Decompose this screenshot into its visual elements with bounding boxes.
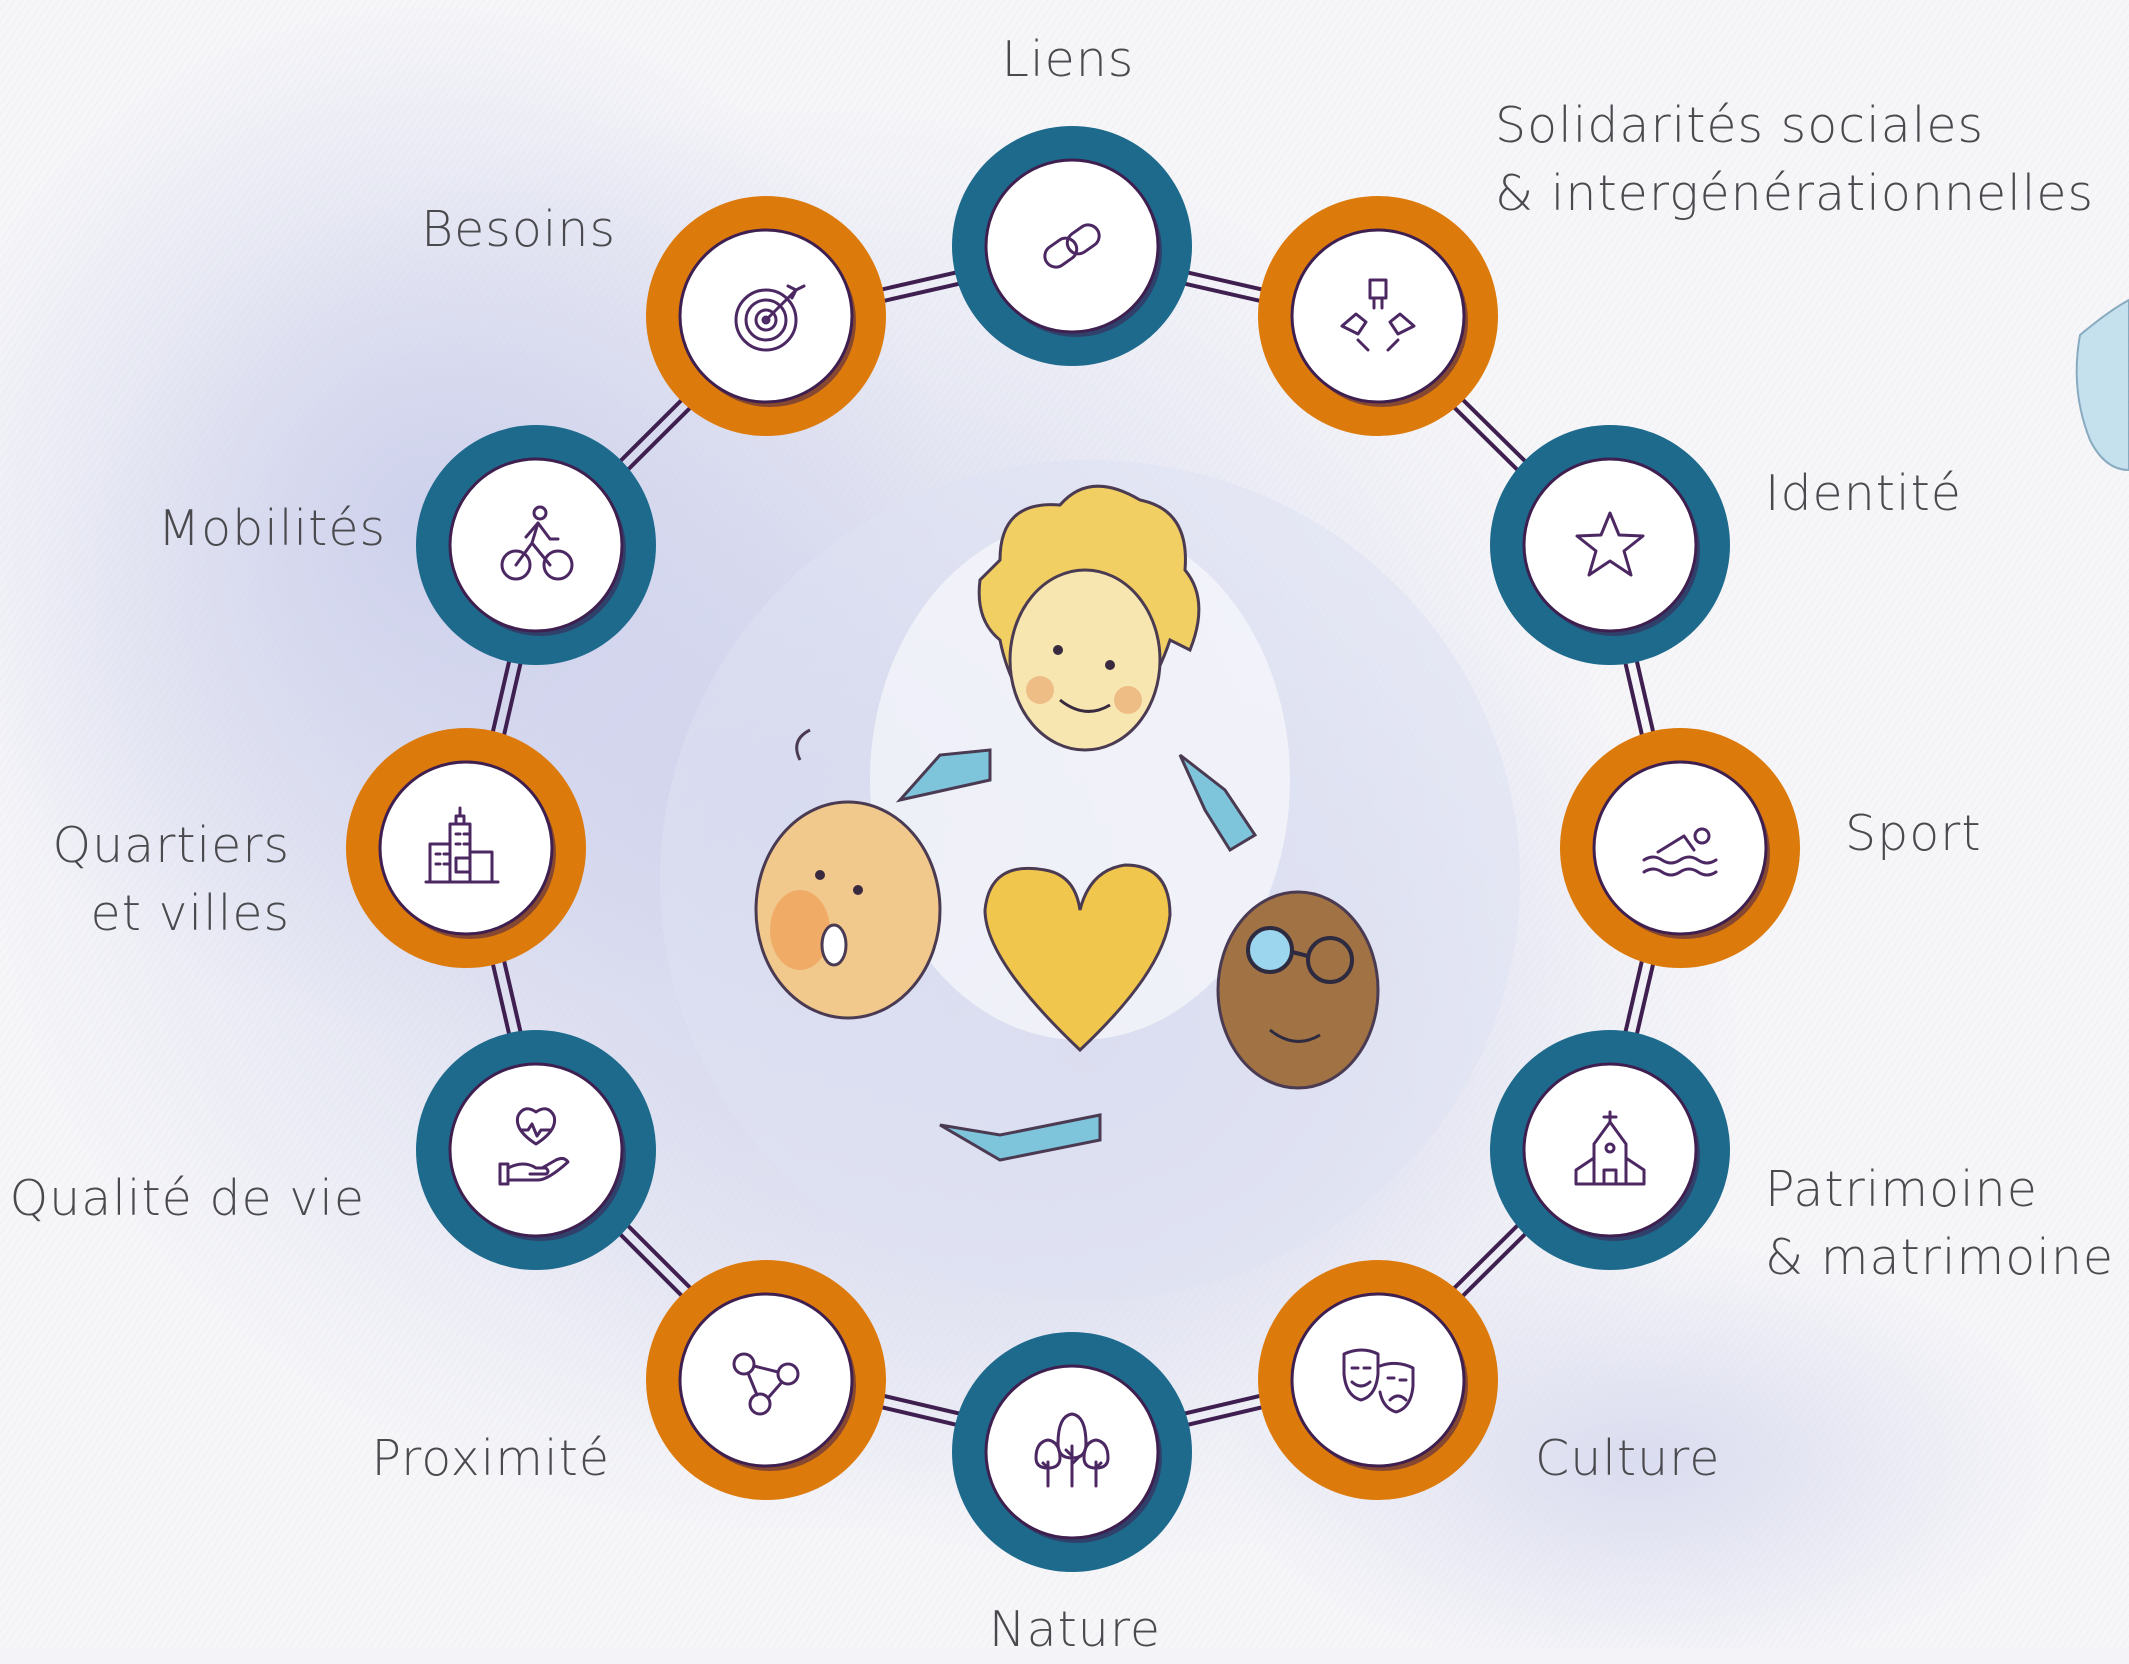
label-line: Proximité bbox=[371, 1430, 610, 1487]
label-line: Besoins bbox=[421, 201, 616, 258]
theater-masks-icon bbox=[1342, 1348, 1415, 1414]
node-culture bbox=[1258, 1260, 1498, 1500]
label-line: Solidarités sociales bbox=[1495, 97, 1985, 154]
label-patrimoine: Patrimoine & matrimoine bbox=[1765, 1156, 2114, 1292]
target-icon bbox=[734, 284, 806, 352]
node-inner-disc bbox=[678, 1292, 854, 1468]
label-proximite: Proximité bbox=[371, 1425, 610, 1493]
node-inner-disc bbox=[448, 1062, 624, 1238]
label-line: Sport bbox=[1845, 805, 1982, 862]
person-left-illustration bbox=[754, 728, 942, 1020]
star-icon bbox=[1575, 511, 1645, 577]
label-line: Culture bbox=[1535, 1430, 1721, 1487]
label-quartiers: Quartiers et villes bbox=[53, 812, 290, 948]
label-line: Qualité de vie bbox=[9, 1170, 365, 1227]
label-mobilites: Mobilités bbox=[158, 495, 386, 563]
label-besoins: Besoins bbox=[421, 196, 616, 264]
node-qualite bbox=[416, 1030, 656, 1270]
label-line: Nature bbox=[988, 1601, 1162, 1658]
node-identite bbox=[1490, 425, 1730, 665]
central-illustration bbox=[754, 484, 1380, 1162]
label-line: Liens bbox=[1001, 31, 1135, 88]
node-patrimoine bbox=[1490, 1030, 1730, 1270]
label-line: Quartiers bbox=[52, 817, 290, 874]
node-proximite bbox=[646, 1260, 886, 1500]
node-inner-disc bbox=[1522, 1062, 1698, 1238]
label-liens: Liens bbox=[1002, 26, 1135, 94]
label-line: & intergénérationnelles bbox=[1495, 165, 2094, 222]
node-inner-disc bbox=[378, 760, 554, 936]
label-line: et villes bbox=[90, 885, 290, 942]
node-quartiers bbox=[346, 728, 586, 968]
label-solidarites: Solidarités sociales & intergénérationnel… bbox=[1495, 92, 2094, 228]
label-line: Identité bbox=[1765, 465, 1962, 522]
node-inner-disc bbox=[1290, 228, 1466, 404]
trees-icon bbox=[1034, 1412, 1110, 1488]
person-right-illustration bbox=[1216, 890, 1380, 1090]
person-top-illustration bbox=[977, 484, 1201, 752]
node-liens bbox=[952, 126, 1192, 366]
heart-hand-icon bbox=[498, 1107, 570, 1186]
label-line: & matrimoine bbox=[1765, 1229, 2115, 1286]
node-solidarites bbox=[1258, 196, 1498, 436]
cyclist-icon bbox=[500, 505, 574, 581]
church-icon bbox=[1574, 1110, 1646, 1186]
node-sport bbox=[1560, 728, 1800, 968]
label-line: Mobilités bbox=[157, 500, 386, 557]
label-line: Patrimoine bbox=[1765, 1161, 2038, 1218]
label-culture: Culture bbox=[1535, 1425, 1720, 1493]
cycle-arrows-illustration bbox=[895, 748, 1258, 1162]
heart-illustration bbox=[983, 863, 1172, 1053]
node-inner-disc bbox=[1522, 457, 1698, 633]
label-qualite: Qualité de vie bbox=[10, 1165, 365, 1233]
network-nodes-icon bbox=[732, 1352, 800, 1416]
node-mobilites bbox=[416, 425, 656, 665]
node-inner-disc bbox=[448, 457, 624, 633]
label-identite: Identité bbox=[1765, 460, 1962, 528]
node-besoins bbox=[646, 196, 886, 436]
label-sport: Sport bbox=[1845, 800, 1982, 868]
link-icon bbox=[1043, 223, 1101, 269]
theme-nodes bbox=[346, 126, 1800, 1572]
label-nature: Nature bbox=[989, 1596, 1161, 1664]
buildings-icon bbox=[424, 806, 500, 884]
joined-hands-icon bbox=[1340, 278, 1416, 352]
swimmer-icon bbox=[1642, 827, 1718, 877]
node-inner-disc bbox=[1592, 760, 1768, 936]
node-nature bbox=[952, 1332, 1192, 1572]
node-inner-disc bbox=[984, 158, 1160, 334]
